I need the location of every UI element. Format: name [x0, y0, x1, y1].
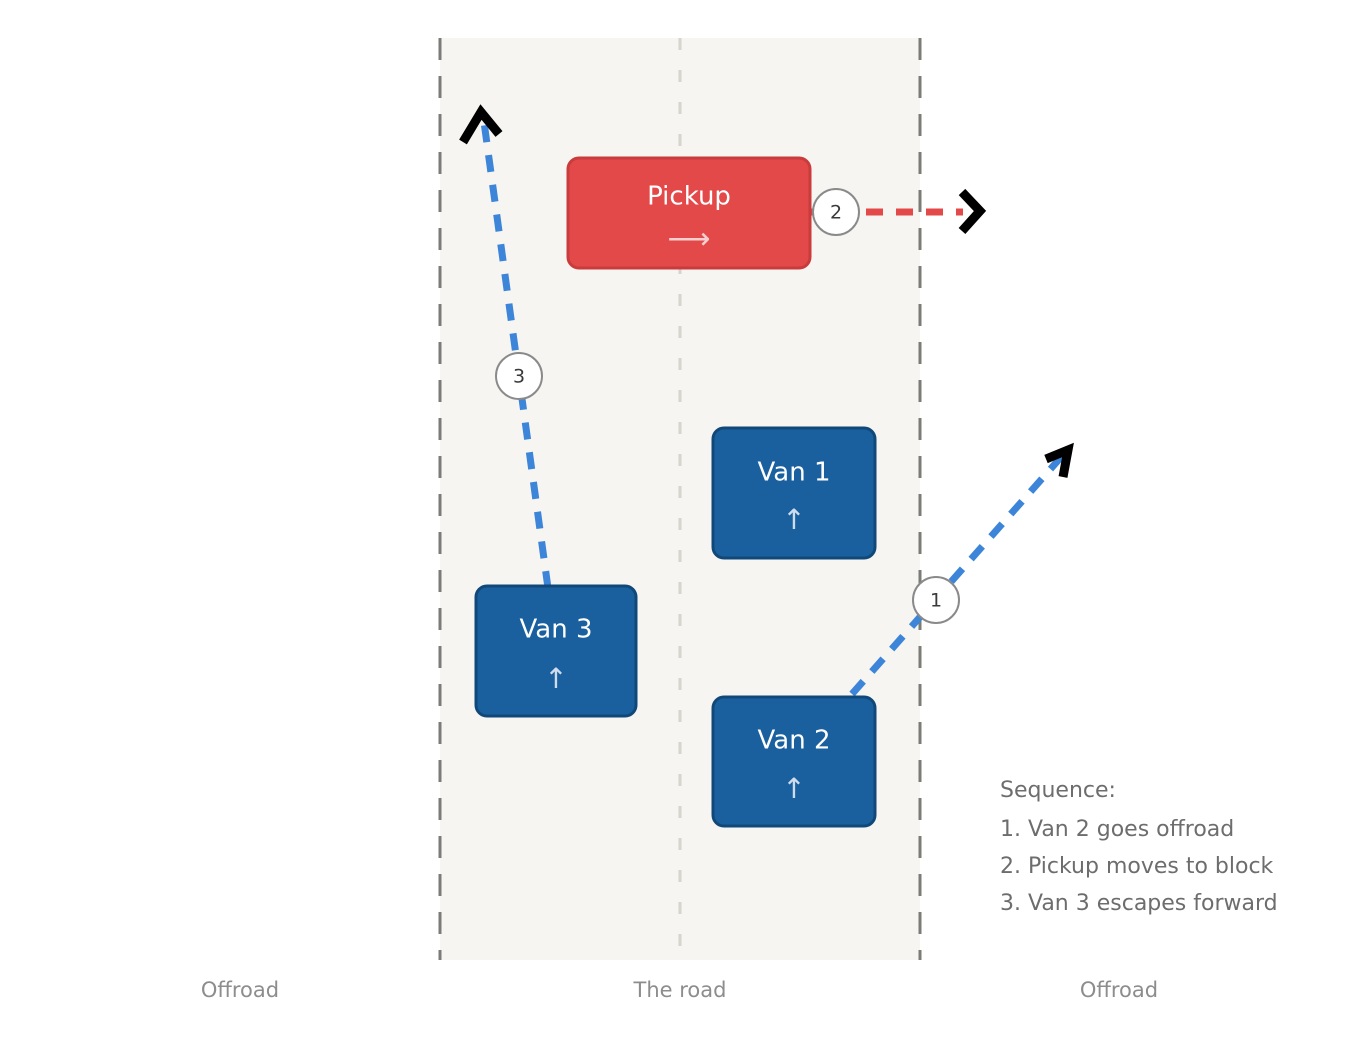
van-3-body: [474, 584, 638, 718]
van-2-body: [711, 695, 877, 828]
van-2-heading-arrow-icon: ↑: [782, 772, 805, 805]
van-2-label: Van 2: [758, 726, 831, 756]
van-3-label: Van 3: [520, 615, 593, 645]
zone-label-offroad-left: Offroad: [201, 978, 279, 1002]
van-3-heading-arrow-icon: ↑: [544, 662, 567, 695]
van-1-heading-arrow-icon: ↑: [782, 503, 805, 536]
vehicle-van-3[interactable]: Van 3 ↑: [474, 584, 638, 718]
move-3-arrowhead-icon: [459, 104, 503, 145]
van-1-label: Van 1: [758, 458, 831, 488]
vehicle-van-2[interactable]: Van 2 ↑: [711, 695, 877, 828]
move-1-dashed-line: [849, 453, 1065, 697]
step-badge-1-circle: [912, 576, 960, 624]
sequence-title: Sequence:: [1000, 778, 1116, 803]
sequence-step-1: 1. Van 2 goes offroad: [1000, 817, 1234, 842]
move-3-dashed-line: [480, 121, 552, 589]
zone-label-offroad-right: Offroad: [1080, 978, 1158, 1002]
step-badge-3-circle: [495, 352, 543, 400]
move-path-1[interactable]: [849, 442, 1074, 697]
move-2-arrowhead-icon: [958, 188, 987, 235]
vehicle-pickup[interactable]: Pickup ⟶: [566, 156, 812, 270]
pickup-body: [566, 156, 812, 270]
step-badge-2[interactable]: 2: [812, 188, 860, 236]
step-badge-2-circle: [812, 188, 860, 236]
step-badge-1[interactable]: 1: [912, 576, 960, 624]
zone-label-the-road: The road: [633, 978, 727, 1002]
sequence-legend: Sequence: 1. Van 2 goes offroad 2. Picku…: [1000, 778, 1278, 916]
van-1-body: [711, 426, 877, 560]
move-path-2[interactable]: [806, 188, 987, 235]
vehicle-van-1[interactable]: Van 1 ↑: [711, 426, 877, 560]
step-badge-2-number: 2: [830, 202, 842, 224]
step-badge-3-number: 3: [513, 366, 525, 388]
sequence-step-2: 2. Pickup moves to block: [1000, 854, 1274, 879]
pickup-heading-arrow-icon: ⟶: [667, 222, 710, 257]
move-path-3[interactable]: [459, 104, 552, 589]
step-badge-1-number: 1: [930, 590, 942, 612]
move-1-arrowhead-icon: [1044, 442, 1074, 478]
sequence-step-3: 3. Van 3 escapes forward: [1000, 891, 1278, 916]
step-badge-3[interactable]: 3: [495, 352, 543, 400]
pickup-label: Pickup: [647, 182, 731, 212]
